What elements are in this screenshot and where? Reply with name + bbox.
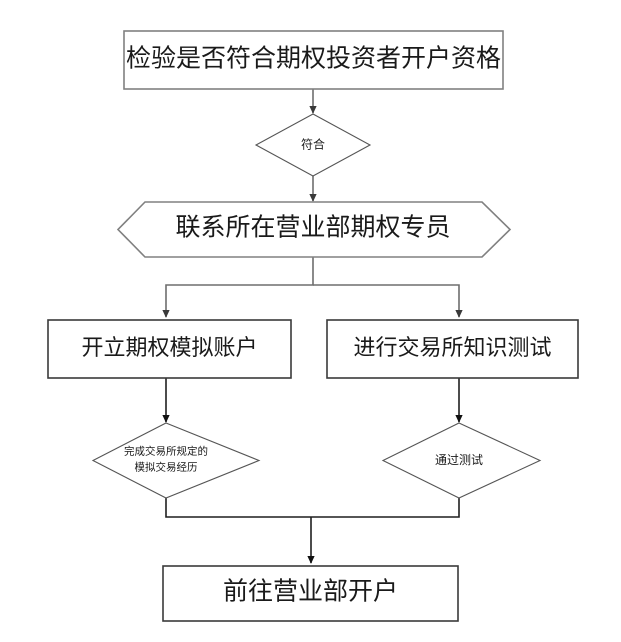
edge-contact-to-branches (162, 257, 463, 318)
node-pass-test-diamond[interactable]: 通过测试 (381, 422, 542, 499)
node-contact-hexagon-label: 联系所在营业部期权专员 (175, 214, 450, 242)
node-sim-experience-diamond[interactable]: 完成交易所规定的 模拟交易经历 (91, 422, 261, 499)
node-start-box-label: 检验是否符合期权投资者开户资格 (126, 45, 501, 73)
node-open-account-box-label: 前往营业部开户 (223, 578, 398, 606)
node-sim-account-box[interactable]: 开立期权模拟账户 (47, 319, 292, 379)
node-start-box[interactable]: 检验是否符合期权投资者开户资格 (123, 30, 504, 90)
node-contact-hexagon[interactable]: 联系所在营业部期权专员 (116, 201, 512, 258)
node-pass-test-diamond-label: 通过测试 (435, 452, 483, 467)
node-exchange-test-box-label: 进行交易所知识测试 (353, 335, 551, 360)
node-exchange-test-box[interactable]: 进行交易所知识测试 (326, 319, 579, 379)
node-sim-experience-diamond-label-line1: 完成交易所规定的 (124, 444, 208, 457)
node-open-account-box[interactable]: 前往营业部开户 (162, 565, 459, 622)
node-sim-account-box-label: 开立期权模拟账户 (81, 335, 257, 360)
node-sim-experience-diamond-label-line2: 模拟交易经历 (135, 460, 198, 473)
node-qualify-diamond-label: 符合 (301, 136, 325, 151)
node-qualify-diamond[interactable]: 符合 (254, 113, 372, 177)
edge-diamonds-to-openaccount (165, 498, 460, 564)
